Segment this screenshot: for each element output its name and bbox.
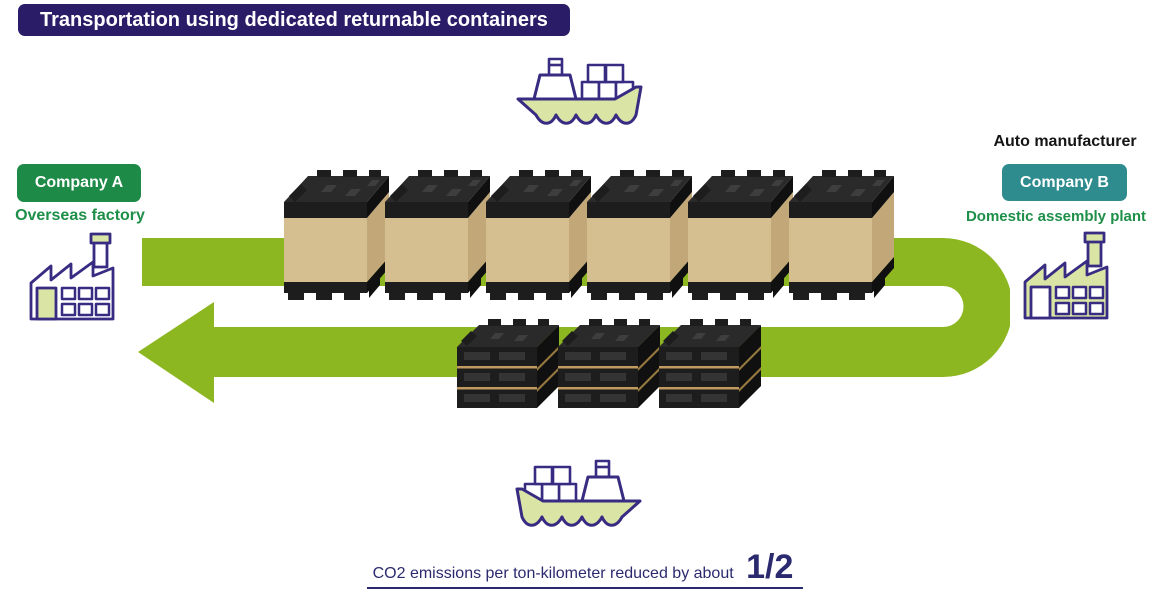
factory-icon <box>1016 230 1114 320</box>
overseas-factory-label: Overseas factory <box>15 207 145 224</box>
co2-caption-fraction: 1/2 <box>746 548 794 586</box>
co2-caption-underline: CO2 emissions per ton-kilometer reduced … <box>366 548 804 589</box>
company-a-label: Company A <box>34 174 124 191</box>
returnable-container-icon <box>582 162 698 302</box>
cargo-ship-icon <box>512 55 646 137</box>
folded-containers-stack-icon <box>654 303 770 415</box>
folded-containers-stack-icon <box>553 303 669 415</box>
auto-manufacturer-label: Auto manufacturer <box>993 133 1137 150</box>
returnable-container-icon <box>784 162 900 302</box>
returnable-container-icon <box>683 162 799 302</box>
company-b-label: Company B <box>1020 173 1109 191</box>
company-b-tag: Company B <box>1002 164 1127 201</box>
company-a-tag: Company A <box>17 164 141 202</box>
factory-icon <box>22 231 120 321</box>
domestic-assembly-plant-label: Domestic assembly plant <box>965 208 1147 225</box>
page-title: Transportation using dedicated returnabl… <box>18 4 570 36</box>
co2-caption-text: CO2 emissions per ton-kilometer reduced … <box>372 565 734 582</box>
returnable-container-icon <box>380 162 496 302</box>
co2-caption: CO2 emissions per ton-kilometer reduced … <box>0 550 1170 589</box>
returnable-container-icon <box>481 162 597 302</box>
cargo-ship-icon <box>512 457 646 539</box>
folded-containers-stack-icon <box>452 303 568 415</box>
returnable-container-icon <box>279 162 395 302</box>
